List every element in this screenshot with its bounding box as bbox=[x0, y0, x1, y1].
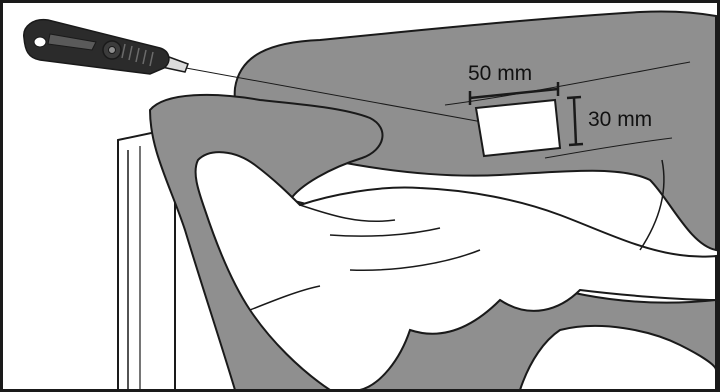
height-label: 30 mm bbox=[588, 108, 652, 131]
width-label: 50 mm bbox=[468, 62, 532, 85]
cutout-window bbox=[476, 100, 560, 156]
